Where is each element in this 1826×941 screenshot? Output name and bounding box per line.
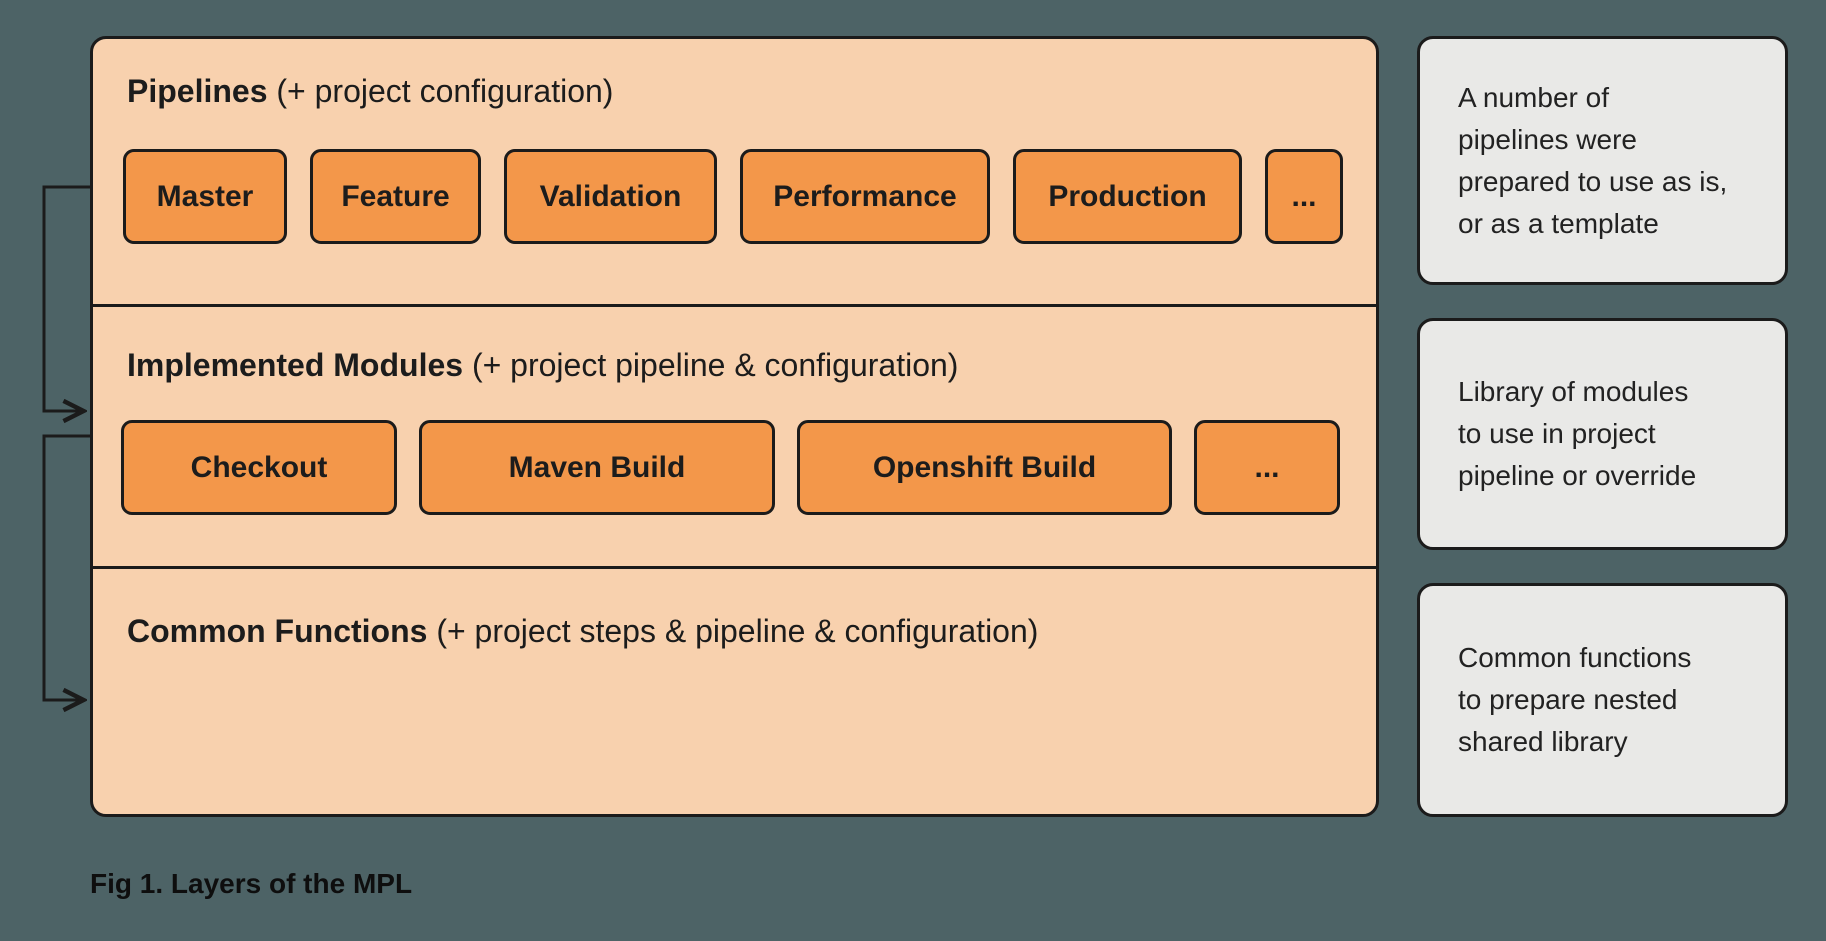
- note-modules-text: Library of modules to use in project pip…: [1458, 376, 1697, 491]
- layer-pipelines-title: Pipelines: [127, 73, 268, 109]
- layer-common-title: Common Functions: [127, 613, 428, 649]
- module-box-openshift-build: Openshift Build: [797, 420, 1172, 515]
- pipeline-box-ellipsis: ...: [1265, 149, 1343, 244]
- layer-pipelines-subtitle: (+ project configuration): [267, 73, 614, 109]
- pipeline-box-feature: Feature: [310, 149, 481, 244]
- layer-modules-heading: Implemented Modules (+ project pipeline …: [127, 345, 1376, 385]
- note-common-functions: Common functions to prepare nested share…: [1417, 583, 1788, 817]
- layer-modules-subtitle: (+ project pipeline & configuration): [463, 347, 959, 383]
- module-box-checkout: Checkout: [121, 420, 397, 515]
- layer-pipelines-heading: Pipelines (+ project configuration): [127, 71, 1376, 111]
- figure-caption: Fig 1. Layers of the MPL: [90, 868, 413, 899]
- pipeline-box-performance: Performance: [740, 149, 990, 244]
- arrow-modules-to-common: [42, 434, 92, 700]
- pipeline-box-master: Master: [123, 149, 287, 244]
- pipelines-button-row: Master Feature Validation Performance Pr…: [123, 149, 1376, 244]
- layer-common-heading: Common Functions (+ project steps & pipe…: [127, 611, 1376, 651]
- layer-implemented-modules: Implemented Modules (+ project pipeline …: [93, 304, 1376, 566]
- module-box-maven-build: Maven Build: [419, 420, 775, 515]
- layer-modules-title: Implemented Modules: [127, 347, 464, 383]
- pipeline-box-production: Production: [1013, 149, 1242, 244]
- arrow-pipelines-to-modules: [42, 185, 92, 411]
- note-pipelines-text: A number of pipelines were prepared to u…: [1458, 81, 1728, 239]
- layers-panel: Pipelines (+ project configuration) Mast…: [90, 36, 1379, 817]
- layer-common-subtitle: (+ project steps & pipeline & configurat…: [427, 613, 1039, 649]
- note-pipelines: A number of pipelines were prepared to u…: [1417, 36, 1788, 285]
- modules-button-row: Checkout Maven Build Openshift Build ...: [121, 420, 1376, 515]
- module-box-ellipsis: ...: [1194, 420, 1340, 515]
- layer-common-functions: Common Functions (+ project steps & pipe…: [93, 566, 1376, 814]
- pipeline-box-validation: Validation: [504, 149, 717, 244]
- layer-pipelines: Pipelines (+ project configuration) Mast…: [93, 39, 1376, 304]
- note-modules: Library of modules to use in project pip…: [1417, 318, 1788, 550]
- note-common-functions-text: Common functions to prepare nested share…: [1458, 642, 1692, 757]
